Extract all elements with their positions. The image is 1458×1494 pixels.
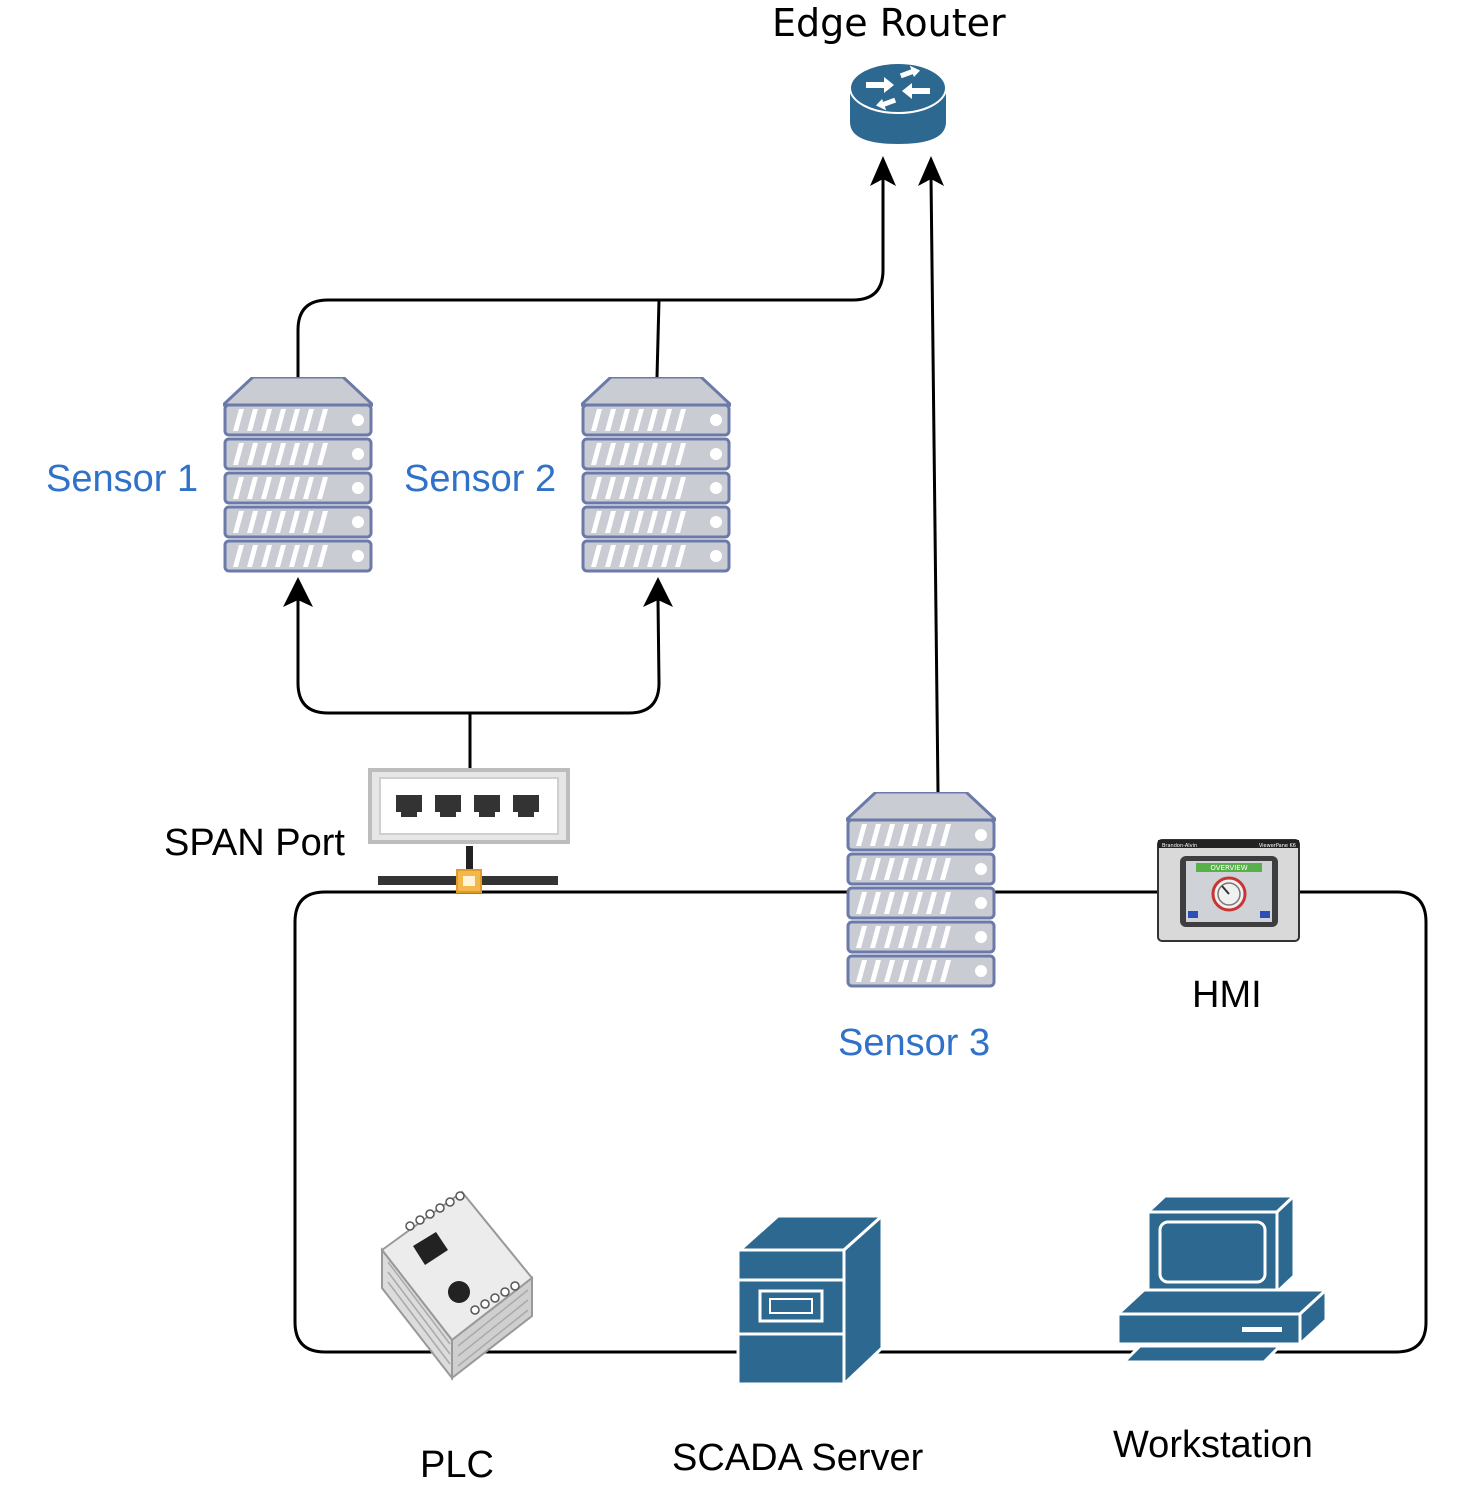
scada-server-icon[interactable] — [736, 1212, 886, 1388]
workstation-icon[interactable] — [1114, 1192, 1330, 1364]
span-port-label: SPAN Port — [164, 822, 345, 864]
span-port-switch-icon[interactable] — [368, 768, 570, 893]
sensor1-server-icon[interactable] — [223, 377, 373, 573]
sensor2-server-icon[interactable] — [581, 377, 731, 573]
hmi-brand-left: Brandon-Alvin — [1162, 843, 1197, 849]
arrowheads — [283, 156, 944, 607]
edge-sensor3-router — [929, 175, 940, 793]
scada-server-label: SCADA Server — [672, 1437, 924, 1479]
edge-router-label: Edge Router — [772, 1, 1006, 45]
sensor2-label: Sensor 2 — [404, 458, 557, 500]
hmi-screen-title: OVERVIEW — [1210, 864, 1247, 872]
arrowhead-router-right — [918, 156, 944, 186]
sensor3-server-icon[interactable] — [846, 792, 996, 988]
ot-network-loop — [293, 890, 1428, 1354]
sensor3-label: Sensor 3 — [838, 1022, 991, 1064]
hmi-panel-icon[interactable] — [1157, 839, 1300, 942]
arrowhead-sensor2 — [643, 577, 673, 607]
arrowhead-sensor1 — [283, 577, 313, 607]
arrowhead-router-left — [870, 156, 896, 186]
sensor1-label: Sensor 1 — [46, 458, 199, 500]
hmi-brand-right: ViewerPane K6 — [1259, 843, 1296, 849]
plc-icon[interactable] — [380, 1190, 534, 1381]
workstation-label: Workstation — [1113, 1424, 1313, 1466]
edge-span-sensors — [296, 599, 661, 774]
plc-label: PLC — [420, 1444, 494, 1486]
connectors — [293, 175, 1428, 1354]
edge-sensor1-router — [296, 176, 885, 377]
router-icon[interactable] — [849, 62, 947, 144]
hmi-label: HMI — [1192, 974, 1262, 1016]
edge-sensor2-router — [655, 299, 661, 378]
